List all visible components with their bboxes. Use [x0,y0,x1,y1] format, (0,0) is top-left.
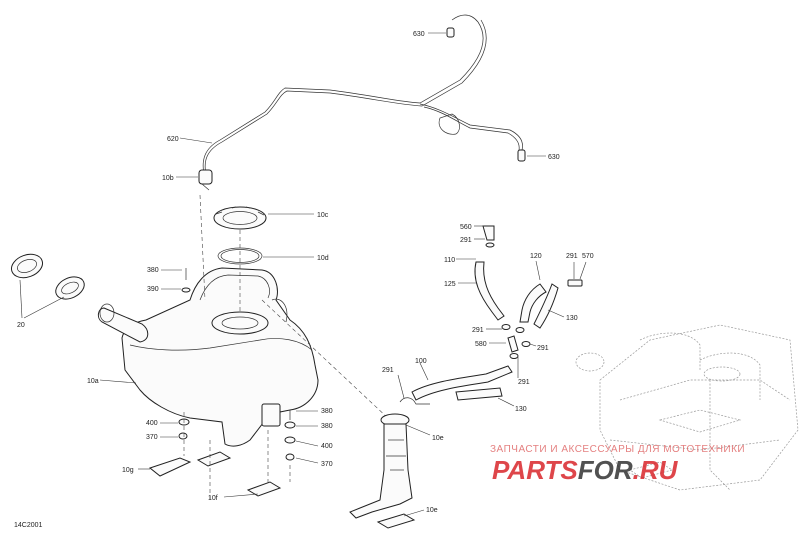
assembled-view [575,324,799,491]
label-130-upper: 130 [566,315,578,322]
label-110: 110 [444,257,455,264]
pad-10f [196,451,282,498]
fuel-line-120 [519,260,547,323]
label-10d: 10d [317,255,329,262]
fuel-tank-10a [97,267,319,447]
leader-line [223,493,259,498]
label-125: 125 [444,281,456,288]
leader-line [419,362,429,381]
leader-line [403,509,425,517]
fuel-line-110 [456,258,505,321]
watermark-tagline: ЗАПЧАСТИ И АКСЕССУАРЫ ДЛЯ МОТОТЕХНИКИ [490,444,745,455]
fitting-570 [567,261,587,287]
label-10e-pad: 10e [426,507,438,514]
fuel-line-100 [411,362,513,401]
label-560: 560 [460,224,472,231]
watermark-brand-parts: PARTS [492,455,578,485]
label-380-right-2: 380 [321,423,333,430]
leader-line [397,374,405,399]
screw-380-top [161,268,187,280]
label-630-top: 630 [413,31,425,38]
label-120: 120 [530,253,542,260]
label-580: 580 [475,341,487,348]
hardware-right [284,410,319,464]
label-370-left: 370 [146,434,158,441]
fitting-580 [489,335,519,353]
label-100: 100 [415,358,427,365]
leader-line [579,261,587,280]
leader-line [535,260,541,281]
label-400-right: 400 [321,443,333,450]
leader-line [295,457,319,464]
label-10g: 10g [122,467,134,474]
label-570: 570 [582,253,594,260]
label-291-b: 291 [566,253,578,260]
vent-valve-630-top [428,27,455,38]
label-370-right: 370 [321,461,333,468]
label-291-c: 291 [472,327,484,334]
label-291-e: 291 [382,367,394,374]
watermark: ЗАПЧАСТИ И АКСЕССУАРЫ ДЛЯ МОТОТЕХНИКИ PA… [490,444,745,485]
label-390: 390 [147,286,159,293]
diagram-id: 14C2001 [14,522,43,529]
leader-line [179,137,213,144]
leader-line [405,424,431,436]
watermark-brand-ru: .RU [633,455,679,485]
label-130-lower: 130 [515,406,527,413]
label-291-a: 291 [460,237,472,244]
label-380-right: 380 [321,408,333,415]
label-10a: 10a [87,378,99,385]
leader-line [547,309,565,318]
leader-line [19,279,23,319]
label-20: 20 [17,322,25,329]
label-291-d: 291 [537,345,549,352]
fuel-cap-20 [11,253,85,319]
rollover-valve-10b [176,169,213,191]
leader-line [295,440,319,447]
hardware-left [160,418,190,440]
label-380-top: 380 [147,267,159,274]
leader-line [23,296,65,319]
label-10f: 10f [208,495,218,502]
clamps-291 [486,324,537,378]
pad-10g [138,457,192,477]
label-10c: 10c [317,212,329,219]
label-400-left: 400 [146,420,158,427]
construction-lines [183,194,391,500]
watermark-brand-for: FOR [578,455,633,485]
leader-line [99,379,137,384]
fitting-560 [474,225,495,248]
washer-390 [161,287,191,293]
pump-pad-10e [376,509,425,529]
leader-line [529,343,537,347]
leader-line [497,397,515,407]
label-630-right: 630 [548,154,560,161]
label-10b: 10b [162,175,174,182]
lock-ring-10c [213,206,314,230]
fuel-line-130-upper [533,283,565,329]
vent-hose-620 [202,14,523,179]
o-ring-10d [217,247,314,265]
label-10e-pump: 10e [432,435,444,442]
fuel-line-130-lower [455,387,515,407]
label-291-f: 291 [518,379,530,386]
svg-text:PARTSFOR.RU: PARTSFOR.RU [492,455,679,485]
vent-valve-630-right [517,149,546,162]
label-620: 620 [167,136,179,143]
fuel-pump-10e [349,374,431,519]
